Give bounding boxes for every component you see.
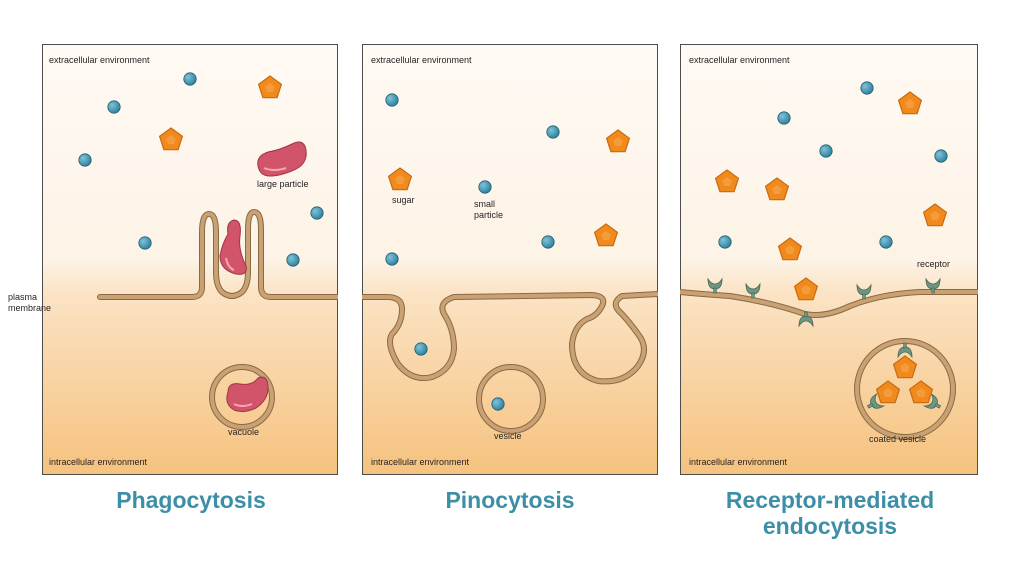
phagocytosis-diagram: [42, 44, 338, 475]
small-particle: [78, 153, 92, 167]
extracellular-label: extracellular environment: [689, 55, 790, 65]
small-particle: [819, 144, 833, 158]
pinocytosis-title: Pinocytosis: [445, 487, 575, 513]
small-particle: [286, 253, 300, 267]
receptor-mediated-title-line1: Receptor-mediated: [725, 487, 935, 513]
receptor-mediated-diagram: [680, 44, 978, 475]
small-particle: [138, 236, 152, 250]
phagocytosis-title: Phagocytosis: [116, 487, 266, 513]
small-particle: [777, 111, 791, 125]
small-particle: [414, 342, 428, 356]
small-particle: [478, 180, 492, 194]
small-particle: [541, 235, 555, 249]
intracellular-label: intracellular environment: [49, 457, 148, 467]
pinocytosis-panel: extracellular environment sugar small pa…: [362, 44, 658, 475]
plasma-membrane-label: plasma membrane: [8, 292, 52, 313]
small-particle: [934, 149, 948, 163]
intracellular-label: intracellular environment: [371, 457, 470, 467]
vesicle-label: vesicle: [494, 431, 522, 441]
small-particle: [491, 397, 505, 411]
small-particle: [546, 125, 560, 139]
extracellular-label: extracellular environment: [371, 55, 472, 65]
coated-vesicle-label: coated vesicle: [869, 434, 927, 444]
extracellular-label: extracellular environment: [49, 55, 150, 65]
small-particle: [879, 235, 893, 249]
intracellular-label: intracellular environment: [689, 457, 788, 467]
receptor-mediated-panel: extracellular environment receptor coate…: [680, 44, 978, 475]
small-particle: [860, 81, 874, 95]
phagocytosis-panel: extracellular environment large particle…: [42, 44, 338, 475]
receptor-mediated-title-line2: endocytosis: [762, 513, 898, 539]
small-particle: [718, 235, 732, 249]
sugar-label: sugar: [392, 195, 415, 205]
small-particle-label: small particle: [474, 199, 504, 220]
large-particle-label: large particle: [257, 179, 309, 189]
small-particle: [107, 100, 121, 114]
pinocytosis-diagram: [362, 44, 658, 475]
small-particle: [310, 206, 324, 220]
small-particle: [385, 252, 399, 266]
vacuole-label: vacuole: [228, 427, 260, 437]
small-particle: [183, 72, 197, 86]
small-particle: [385, 93, 399, 107]
receptor-label: receptor: [917, 259, 951, 269]
large-particle: [257, 141, 307, 177]
